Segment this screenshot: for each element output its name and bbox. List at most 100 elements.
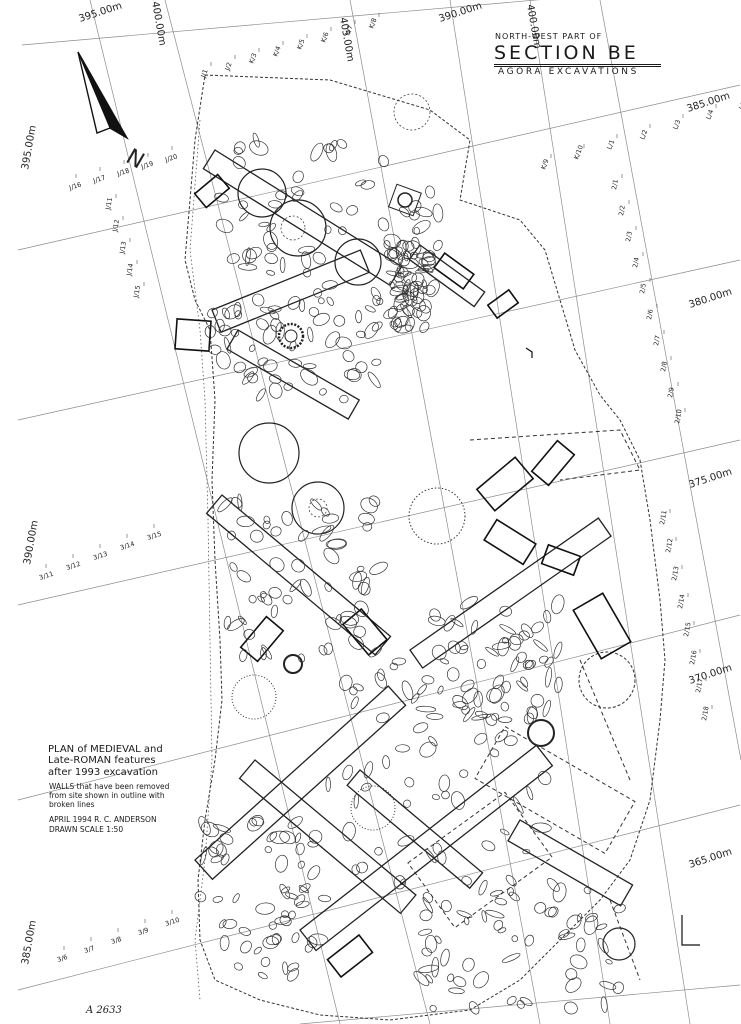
stone [260, 957, 271, 967]
pit-frame [388, 183, 422, 217]
stone [286, 968, 300, 982]
grid-marker [681, 915, 700, 946]
grid-line [529, 0, 691, 1024]
grid-cell-label: 2/17 [694, 678, 704, 694]
stone [417, 285, 428, 294]
stone [382, 755, 390, 769]
stone [413, 226, 420, 235]
stone [233, 361, 246, 374]
stone [236, 515, 255, 528]
grid-cell-label: 3/14 [119, 540, 135, 552]
stone [239, 649, 248, 662]
stone [242, 248, 257, 264]
stone [558, 929, 570, 939]
stone [455, 641, 469, 654]
stone [223, 337, 232, 354]
stone [485, 909, 505, 919]
stone [491, 641, 512, 650]
grid-cell-label: K/9 [539, 158, 550, 171]
stone [269, 310, 280, 320]
stone [413, 283, 419, 301]
stone [361, 782, 372, 792]
pit-feature [393, 93, 431, 131]
stone [217, 497, 233, 513]
stone [233, 141, 246, 154]
stone [279, 915, 292, 927]
stone [462, 957, 475, 972]
stone [497, 637, 510, 657]
stone-block [174, 317, 212, 353]
stone [270, 604, 278, 619]
grid-cell-label: K/7 [343, 24, 354, 37]
stone [348, 634, 364, 650]
grid-cell-label: 2/16 [688, 650, 698, 666]
stone [554, 676, 563, 694]
stone [323, 143, 335, 154]
stone [448, 987, 465, 995]
stone [417, 263, 435, 272]
grid-cell-label: 3/10 [164, 916, 180, 928]
stone [537, 770, 552, 786]
stone [600, 996, 608, 1013]
grid-cell-label: J/19 [139, 159, 154, 171]
stone [215, 351, 231, 370]
stone [249, 140, 269, 156]
stone [245, 247, 251, 266]
stone [437, 850, 447, 865]
stone-block [433, 252, 475, 290]
stone [237, 493, 243, 512]
stone [503, 735, 518, 746]
stone [313, 288, 323, 298]
stone [343, 369, 361, 381]
stone [413, 722, 429, 734]
grid-line [17, 259, 741, 421]
stone [250, 529, 264, 543]
stone [393, 292, 409, 312]
stone [232, 156, 246, 170]
stone [325, 776, 331, 793]
survey-grid [17, 0, 741, 1024]
grid-cell-label: 3/9 [137, 926, 149, 937]
stone [565, 977, 582, 993]
legend-note-line: broken lines [49, 800, 95, 809]
wall-segment [202, 149, 403, 287]
grid-cell-label: 2/11 [658, 510, 668, 526]
stone [542, 699, 552, 717]
stone [226, 253, 240, 264]
stone [543, 609, 552, 624]
pit-feature [350, 785, 396, 831]
stone [308, 829, 323, 844]
stone [397, 835, 415, 847]
legend-note-line: WALLS that have been removed [49, 782, 170, 791]
grid-line [299, 984, 741, 1024]
stone [441, 790, 450, 800]
stone [270, 318, 282, 332]
stone [260, 592, 273, 606]
stone [383, 233, 402, 248]
stone [371, 358, 382, 366]
stone [396, 292, 409, 301]
stone [493, 919, 504, 931]
pit-feature [602, 927, 636, 961]
stone [268, 382, 283, 399]
stone [551, 594, 565, 615]
stone [403, 252, 409, 262]
wall-segment [194, 685, 407, 881]
stone [421, 947, 432, 957]
stone [233, 147, 243, 155]
stone [268, 587, 282, 599]
stone [275, 854, 288, 873]
stone [421, 675, 435, 685]
stone [280, 886, 291, 894]
stone [439, 658, 450, 665]
stone [431, 644, 447, 661]
stone-block [326, 933, 374, 979]
grid-cell-label: K/3 [247, 52, 258, 65]
stone [520, 623, 534, 638]
stone [425, 974, 434, 984]
section-tagline: AGORA EXCAVATIONS [498, 67, 639, 77]
stone [346, 368, 362, 383]
stone [312, 251, 326, 265]
stone [212, 823, 231, 833]
excavation-boundary [184, 74, 666, 1021]
